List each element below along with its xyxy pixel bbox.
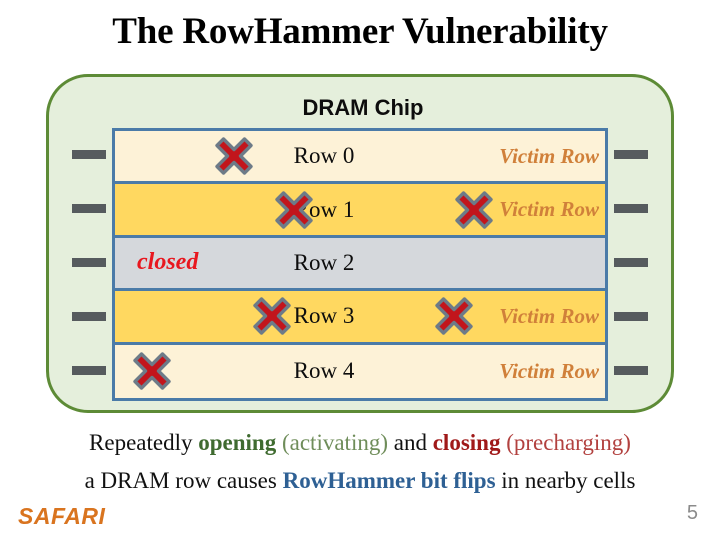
x-mark-icon (131, 350, 173, 392)
page-title: The RowHammer Vulnerability (112, 11, 608, 52)
wordline-stub-left-row1 (72, 204, 106, 213)
caption-text-repeatedly: Repeatedly (89, 430, 199, 455)
row-state-label: closed (137, 249, 199, 276)
caption-paren-precharging: (precharging) (500, 430, 631, 455)
victim-row-badge: Victim Row (499, 197, 599, 222)
caption-keyword-bit-flips: RowHammer bit flips (282, 468, 496, 493)
wordline-stub-right-row4 (614, 366, 648, 375)
wordline-stub-left-row4 (72, 366, 106, 375)
caption-keyword-closing: closing (432, 430, 501, 455)
x-mark-icon (453, 189, 495, 231)
caption-text-and: and (388, 430, 433, 455)
caption-keyword-opening: opening (198, 430, 277, 455)
x-mark-icon (273, 189, 315, 231)
wordline-stub-left-row3 (72, 312, 106, 321)
caption-text-dram-row: a DRAM row causes (84, 468, 283, 493)
page-number: 5 (686, 502, 698, 524)
wordline-stub-right-row3 (614, 312, 648, 321)
x-mark-icon (433, 295, 475, 337)
victim-row-badge: Victim Row (499, 303, 599, 328)
wordline-stub-right-row0 (614, 150, 648, 159)
victim-row-badge: Victim Row (499, 358, 599, 383)
caption-paren-activating: (activating) (276, 430, 388, 455)
caption-line-1: Repeatedly opening (activating) and clos… (0, 430, 720, 456)
safari-logo: SAFARI (18, 503, 106, 529)
wordline-stub-right-row2 (614, 258, 648, 267)
x-mark-icon (213, 135, 255, 177)
wordline-stub-left-row0 (72, 150, 106, 159)
x-mark-icon (251, 295, 293, 337)
caption-text-nearby-cells: in nearby cells (495, 468, 636, 493)
dram-chip-label: DRAM Chip (302, 95, 424, 120)
victim-row-badge: Victim Row (499, 143, 599, 168)
caption-line-2: a DRAM row causes RowHammer bit flips in… (0, 468, 720, 494)
wordline-stub-right-row1 (614, 204, 648, 213)
wordline-stub-left-row2 (72, 258, 106, 267)
